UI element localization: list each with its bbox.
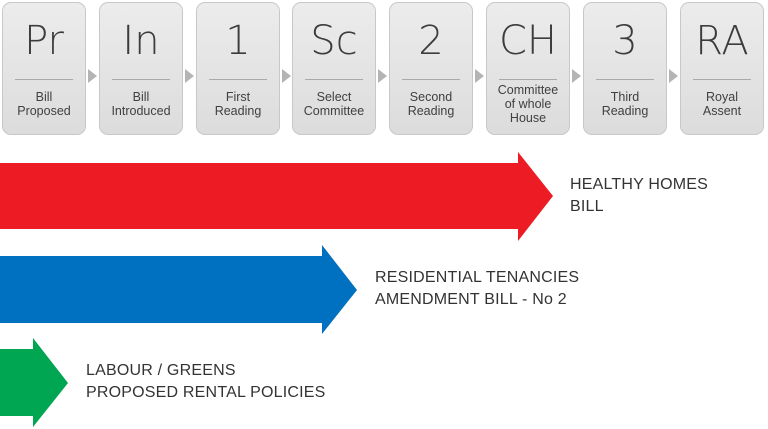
healthy-homes-arrow xyxy=(0,152,553,241)
stage-divider xyxy=(305,79,363,80)
labour-greens-label: LABOUR / GREENS PROPOSED RENTAL POLICIES xyxy=(86,362,326,401)
stage-name: Third Reading xyxy=(601,89,649,118)
stage-abbreviation: 3 xyxy=(612,18,638,64)
stage-divider xyxy=(112,79,170,80)
stage-divider xyxy=(15,79,73,80)
stage-abbreviation: CH xyxy=(498,18,557,64)
chevron-right-icon xyxy=(185,69,194,83)
chevron-right-icon xyxy=(282,69,291,83)
stage-abbreviation: In xyxy=(122,18,160,64)
stage-abbreviation: 2 xyxy=(418,18,444,64)
stage-name: Bill Proposed xyxy=(17,89,71,118)
chevron-right-icon xyxy=(88,69,97,83)
stage-committee-of-whole-house: CH Committee of whole House xyxy=(486,2,570,135)
stage-name: Select Committee xyxy=(303,89,365,118)
stage-name: First Reading xyxy=(214,89,262,118)
stage-select-committee: Sc Select Committee xyxy=(292,2,376,135)
chevron-right-icon xyxy=(669,69,678,83)
chevron-right-icon xyxy=(475,69,484,83)
stage-abbreviation: Pr xyxy=(24,18,64,64)
healthy-homes-label: HEALTHY HOMES BILL xyxy=(570,176,709,215)
stage-second-reading: 2 Second Reading xyxy=(389,2,473,135)
stage-divider xyxy=(402,79,460,80)
chevron-right-icon xyxy=(378,69,387,83)
stage-divider xyxy=(693,79,751,80)
residential-tenancies-arrow xyxy=(0,245,357,334)
stage-name: Royal Assent xyxy=(702,89,742,118)
stage-bill-introduced: In Bill Introduced xyxy=(99,2,183,135)
stage-royal-assent: RA Royal Assent xyxy=(680,2,764,135)
chevron-right-icon xyxy=(572,69,581,83)
bill-stages: Pr Bill Proposed In Bill Introduced 1 Fi… xyxy=(0,0,768,140)
residential-tenancies-label: RESIDENTIAL TENANCIES AMENDMENT BILL - N… xyxy=(375,269,580,308)
stage-name: Second Reading xyxy=(407,89,455,118)
stage-third-reading: 3 Third Reading xyxy=(583,2,667,135)
stage-divider xyxy=(596,79,654,80)
stage-name: Committee of whole House xyxy=(497,82,559,125)
stage-abbreviation: RA xyxy=(695,18,749,64)
stage-name: Bill Introduced xyxy=(111,89,171,118)
stage-abbreviation: 1 xyxy=(225,18,251,64)
stage-divider xyxy=(499,79,557,80)
stage-divider xyxy=(209,79,267,80)
stage-bill-proposed: Pr Bill Proposed xyxy=(2,2,86,135)
stage-first-reading: 1 First Reading xyxy=(196,2,280,135)
labour-greens-arrow xyxy=(0,338,68,427)
stage-abbreviation: Sc xyxy=(310,18,358,64)
